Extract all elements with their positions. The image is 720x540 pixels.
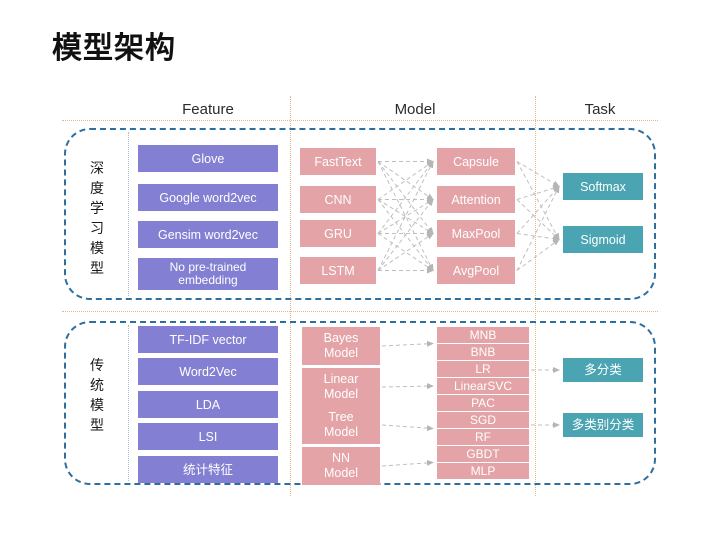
algorithm-box[interactable]: GBDT xyxy=(437,446,529,462)
model-box[interactable]: FastText xyxy=(300,148,376,175)
algorithm-box[interactable]: LinearSVC xyxy=(437,378,529,394)
column-header-feature: Feature xyxy=(182,101,234,118)
section-divider-line xyxy=(62,311,658,312)
model-box[interactable]: AvgPool xyxy=(437,257,515,284)
algorithm-box[interactable]: MNB xyxy=(437,327,529,343)
feature-box[interactable]: Google word2vec xyxy=(138,184,278,211)
feature-box[interactable]: LSI xyxy=(138,423,278,450)
model-box[interactable]: NN Model xyxy=(302,447,380,485)
model-box[interactable]: Linear Model xyxy=(302,368,380,406)
feature-box[interactable]: Gensim word2vec xyxy=(138,221,278,248)
header-underline xyxy=(62,120,658,121)
algorithm-box[interactable]: PAC xyxy=(437,395,529,411)
column-divider-model-task xyxy=(535,96,536,496)
column-divider-feature-model xyxy=(290,96,291,496)
feature-box[interactable]: LDA xyxy=(138,391,278,418)
algorithm-box[interactable]: BNB xyxy=(437,344,529,360)
feature-box[interactable]: 统计特征 xyxy=(138,456,278,483)
feature-box[interactable]: TF-IDF vector xyxy=(138,326,278,353)
feature-box[interactable]: No pre-trained embedding xyxy=(138,258,278,290)
section-label-deep-learning: 深度学习模型 xyxy=(90,160,104,276)
model-box[interactable]: Capsule xyxy=(437,148,515,175)
model-box[interactable]: LSTM xyxy=(300,257,376,284)
model-box[interactable]: CNN xyxy=(300,186,376,213)
model-box[interactable]: GRU xyxy=(300,220,376,247)
model-box[interactable]: Bayes Model xyxy=(302,327,380,365)
feature-box[interactable]: Word2Vec xyxy=(138,358,278,385)
page-title: 模型架构 xyxy=(52,32,176,65)
model-box[interactable]: Attention xyxy=(437,186,515,213)
task-box[interactable]: 多分类 xyxy=(563,358,643,382)
section-label-traditional: 传统模型 xyxy=(90,357,104,433)
algorithm-box[interactable]: MLP xyxy=(437,463,529,479)
feature-box[interactable]: Glove xyxy=(138,145,278,172)
algorithm-box[interactable]: LR xyxy=(437,361,529,377)
column-header-model: Model xyxy=(394,101,436,118)
task-box[interactable]: 多类别分类 xyxy=(563,413,643,437)
group-frame-deep-learning xyxy=(64,128,656,300)
side-label-divider-deep xyxy=(128,132,129,296)
algorithm-box[interactable]: SGD xyxy=(437,412,529,428)
algorithm-box[interactable]: RF xyxy=(437,429,529,445)
column-header-task: Task xyxy=(584,101,616,118)
task-box[interactable]: Sigmoid xyxy=(563,226,643,253)
model-box[interactable]: MaxPool xyxy=(437,220,515,247)
task-box[interactable]: Softmax xyxy=(563,173,643,200)
model-box[interactable]: Tree Model xyxy=(302,406,380,444)
side-label-divider-traditional xyxy=(128,325,129,481)
